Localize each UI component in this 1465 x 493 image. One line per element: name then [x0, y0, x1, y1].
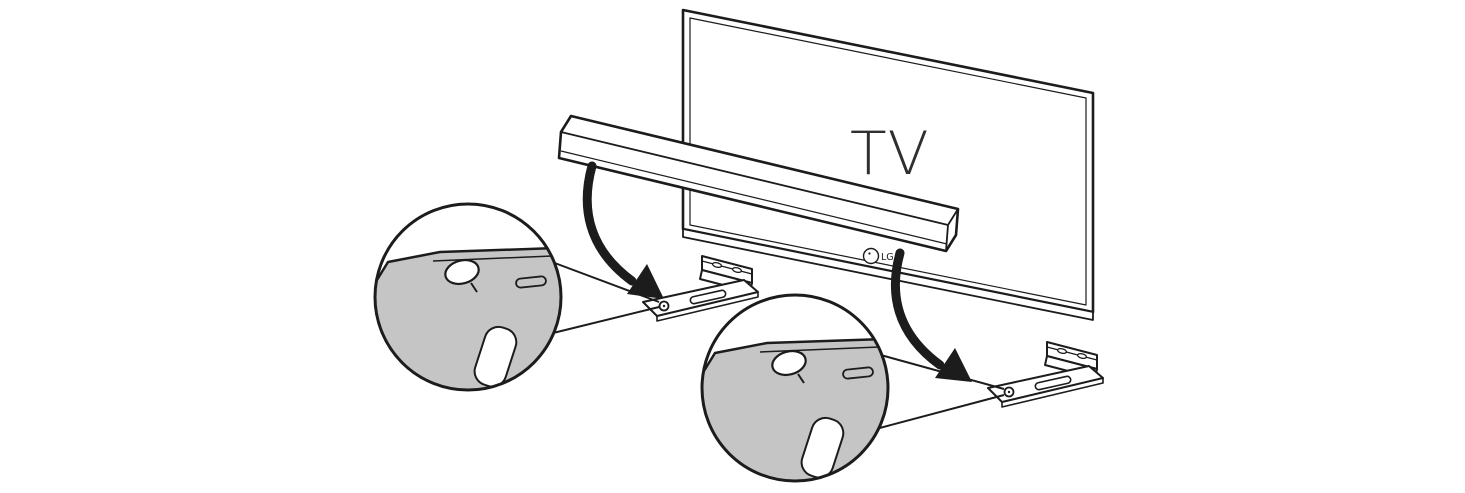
leader-lines-left — [548, 261, 660, 335]
tv: TV LG — [681, 8, 1095, 321]
magnifier-left — [373, 202, 563, 392]
leader-lines-right — [871, 353, 1005, 431]
lg-logo: LG — [862, 247, 894, 265]
magnifier-left-ring — [373, 202, 563, 392]
lg-logo-text: LG — [881, 252, 894, 263]
curved-arrow-left-icon — [582, 161, 664, 299]
tv-label: TV — [850, 119, 930, 189]
soundbar — [557, 114, 960, 253]
magnifier-right-ring — [700, 293, 890, 483]
tv-base — [682, 228, 1094, 321]
magnifier-right — [700, 293, 890, 483]
wall-bracket-right — [987, 341, 1104, 408]
